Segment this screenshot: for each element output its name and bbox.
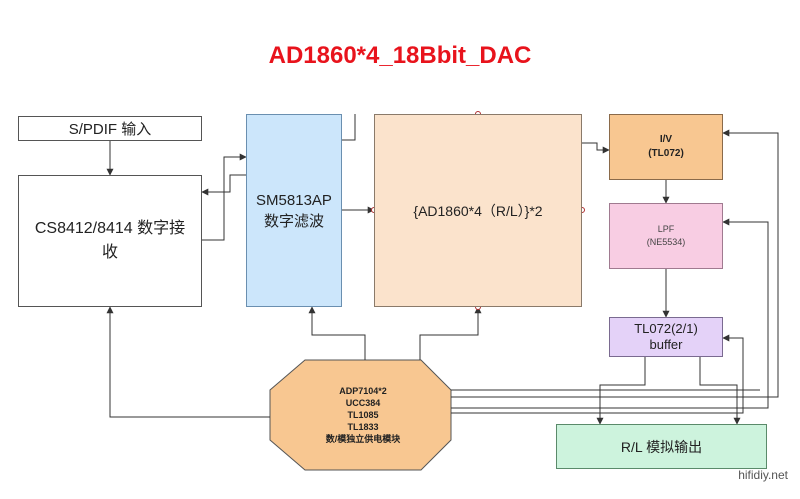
dac-label: {AD1860*4（R/L）}*2 bbox=[413, 202, 543, 219]
psu-line: TL1085 bbox=[347, 410, 379, 420]
iv-label-2: (TL072) bbox=[648, 148, 684, 159]
buffer-label-1: TL072(2/1) bbox=[634, 321, 698, 336]
psu-shape bbox=[269, 359, 452, 471]
arrow-filter-receiver bbox=[201, 174, 246, 196]
output-label: R/L 模拟输出 bbox=[620, 438, 703, 455]
buffer-label-2: buffer bbox=[649, 337, 683, 352]
psu-line: TL1833 bbox=[347, 422, 379, 432]
arrow-psu-buffer bbox=[451, 334, 744, 414]
analog-output-block: R/L 模拟输出 bbox=[556, 424, 767, 469]
connection-lines bbox=[106, 114, 779, 425]
dac-block: {AD1860*4（R/L）}*2 bbox=[374, 114, 582, 307]
arrow-receiver-filter bbox=[202, 153, 247, 241]
lpf-label-1: LPF bbox=[657, 224, 675, 234]
filter-label-1: SM5813AP bbox=[256, 191, 332, 209]
spdif-label: S/PDIF 输入 bbox=[68, 121, 152, 138]
lpf-label-2: (NE5534) bbox=[646, 237, 686, 247]
diagram-title: AD1860*4_18Bbit_DAC bbox=[268, 42, 532, 69]
psu-block: ADP7104*2 UCC384 TL1085 TL1833 数/模独立供电模块 bbox=[275, 360, 451, 470]
arrow-psu-receiver bbox=[106, 306, 270, 418]
line-filter-dac-top bbox=[342, 114, 356, 141]
psu-line: 数/模独立供电模块 bbox=[325, 434, 401, 444]
psu-line: ADP7104*2 bbox=[339, 386, 387, 396]
watermark: hifidiy.net bbox=[738, 468, 788, 482]
arrow-psu-dac bbox=[419, 306, 482, 360]
spdif-input-block: S/PDIF 输入 bbox=[18, 116, 202, 141]
arrow-dac-iv bbox=[582, 142, 610, 154]
digital-filter-block: SM5813AP 数字滤波 bbox=[246, 114, 342, 307]
receiver-label: CS8412/8414 数字接收 bbox=[34, 220, 186, 261]
buffer-block: TL072(2/1) buffer bbox=[609, 317, 723, 357]
arrow-buffer-output-2 bbox=[699, 357, 741, 425]
arrow-psu-lpf bbox=[451, 218, 769, 409]
receiver-block: CS8412/8414 数字接收 bbox=[18, 175, 202, 307]
arrow-buffer-output-1 bbox=[596, 357, 646, 425]
filter-label-2: 数字滤波 bbox=[263, 212, 324, 230]
arrow-psu-filter bbox=[308, 306, 366, 360]
psu-line: UCC384 bbox=[345, 398, 381, 408]
arrow-psu-iv bbox=[451, 129, 779, 398]
iv-label-1: I/V bbox=[659, 134, 673, 145]
lpf-block: LPF (NE5534) bbox=[609, 203, 723, 269]
iv-block: I/V (TL072) bbox=[609, 114, 723, 180]
